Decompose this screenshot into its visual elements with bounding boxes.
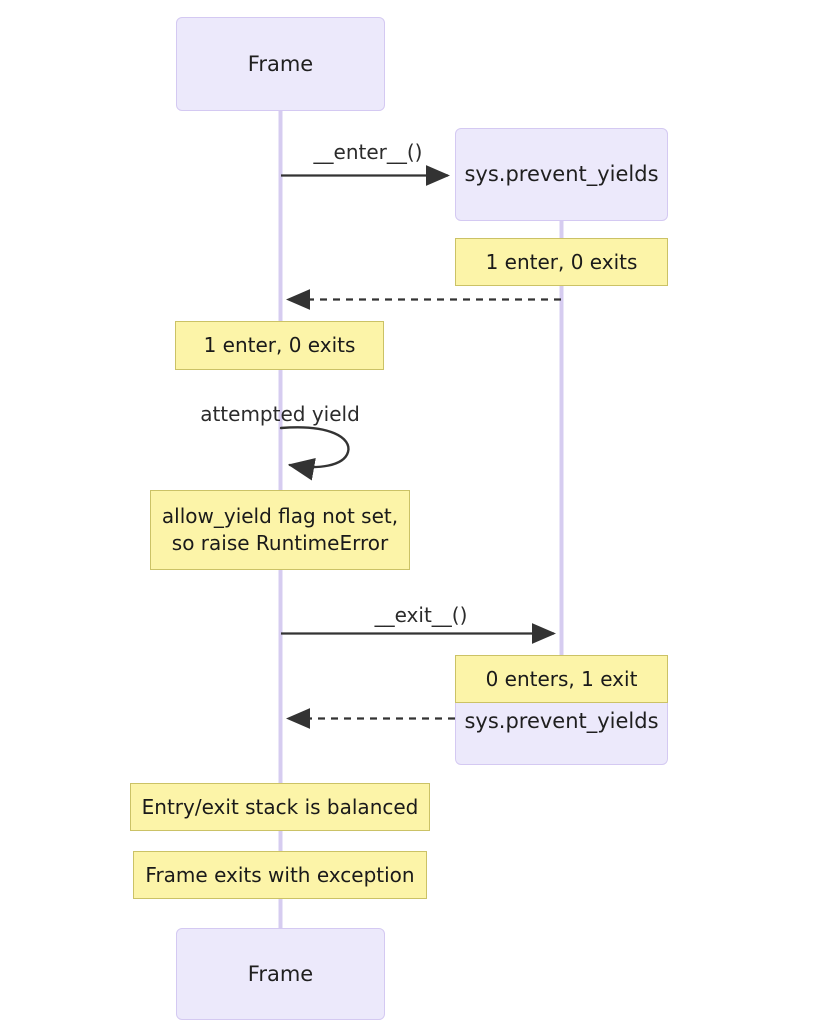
- participant-frame-bottom-label: Frame: [247, 961, 314, 986]
- message-label-enter: __enter__(): [281, 140, 455, 164]
- note-left-1: 1 enter, 0 exits: [175, 321, 384, 370]
- message-label-exit: __exit__(): [281, 603, 561, 627]
- note-balanced: Entry/exit stack is balanced: [130, 783, 430, 831]
- note-runtime-error-text: allow_yield flag not set, so raise Runti…: [161, 504, 399, 555]
- participant-frame-top[interactable]: Frame: [176, 17, 385, 111]
- message-label-enter-text: __enter__(): [313, 140, 423, 164]
- message-label-attempted-yield: attempted yield: [197, 402, 363, 426]
- note-left-1-text: 1 enter, 0 exits: [203, 333, 356, 357]
- message-label-exit-text: __exit__(): [374, 603, 468, 627]
- note-right-2: 0 enters, 1 exit: [455, 655, 668, 703]
- participant-frame-top-label: Frame: [247, 51, 314, 76]
- note-right-2-text: 0 enters, 1 exit: [485, 666, 638, 691]
- participant-sys-prevent-yields-top-label: sys.prevent_yields: [464, 162, 659, 187]
- note-balanced-text: Entry/exit stack is balanced: [141, 794, 419, 819]
- note-frame-exits-text: Frame exits with exception: [145, 862, 415, 887]
- note-runtime-error: allow_yield flag not set, so raise Runti…: [150, 490, 410, 570]
- note-right-1: 1 enter, 0 exits: [455, 238, 668, 286]
- message-label-attempted-yield-text: attempted yield: [200, 402, 360, 426]
- participant-sys-prevent-yields-bottom-label: sys.prevent_yields: [464, 709, 659, 733]
- note-right-1-text: 1 enter, 0 exits: [485, 249, 638, 274]
- participant-frame-bottom[interactable]: Frame: [176, 928, 385, 1020]
- arrow-attempted-yield-selfloop: [279, 426, 350, 481]
- note-frame-exits: Frame exits with exception: [133, 851, 427, 899]
- participant-sys-prevent-yields-top[interactable]: sys.prevent_yields: [455, 128, 668, 221]
